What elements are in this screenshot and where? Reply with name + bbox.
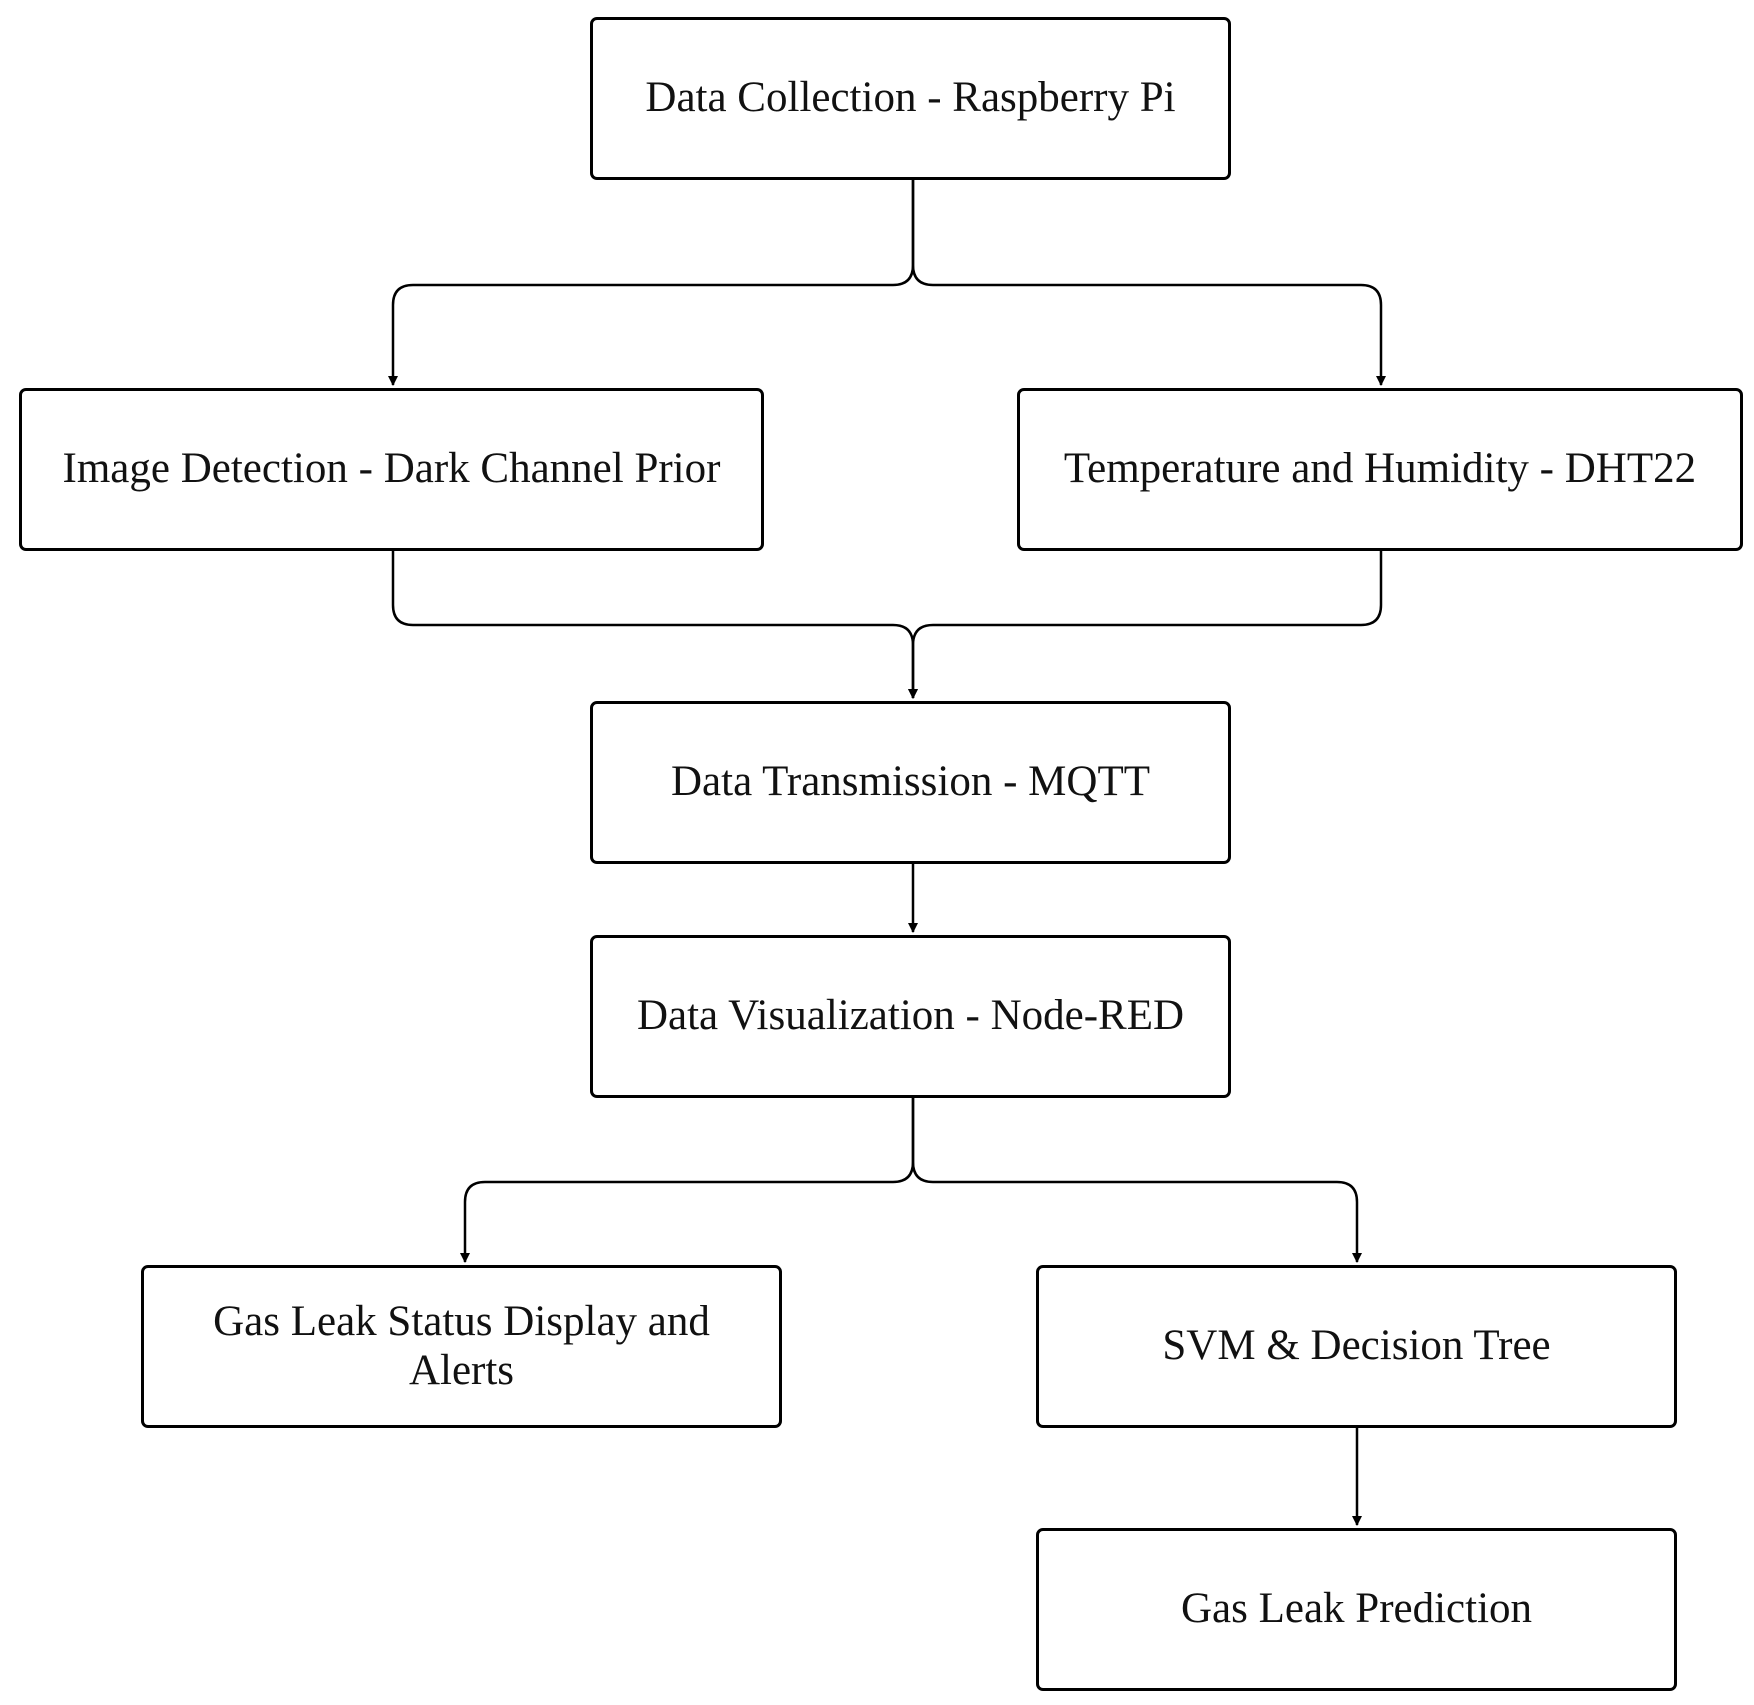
node-temperature-humidity: Temperature and Humidity - DHT22 — [1017, 388, 1743, 551]
node-label: Data Transmission - MQTT — [671, 758, 1150, 806]
node-gas-leak-alerts: Gas Leak Status Display and Alerts — [141, 1265, 782, 1428]
node-data-visualization: Data Visualization - Node-RED — [590, 935, 1231, 1098]
edge-visualization-to-ml — [911, 1095, 1362, 1263]
node-label: SVM & Decision Tree — [1162, 1322, 1551, 1370]
node-gas-leak-prediction: Gas Leak Prediction — [1036, 1528, 1677, 1691]
node-label: Gas Leak Status Display and Alerts — [213, 1298, 710, 1394]
node-data-transmission: Data Transmission - MQTT — [590, 701, 1231, 864]
node-svm-decision-tree: SVM & Decision Tree — [1036, 1265, 1677, 1428]
node-label: Gas Leak Prediction — [1180, 1585, 1533, 1633]
node-label: Data Visualization - Node-RED — [636, 992, 1185, 1040]
node-image-detection: Image Detection - Dark Channel Prior — [19, 388, 764, 551]
node-data-collection: Data Collection - Raspberry Pi — [590, 17, 1231, 180]
node-label: Image Detection - Dark Channel Prior — [62, 445, 721, 493]
edge-temp-to-transmission — [908, 548, 1383, 699]
edge-image-to-transmission — [391, 548, 918, 699]
node-label: Data Collection - Raspberry Pi — [645, 74, 1176, 122]
edge-collection-to-temp — [911, 178, 1386, 386]
edge-visualization-to-alerts — [460, 1095, 915, 1263]
node-label: Temperature and Humidity - DHT22 — [1063, 445, 1697, 493]
edge-collection-to-image — [388, 178, 915, 386]
